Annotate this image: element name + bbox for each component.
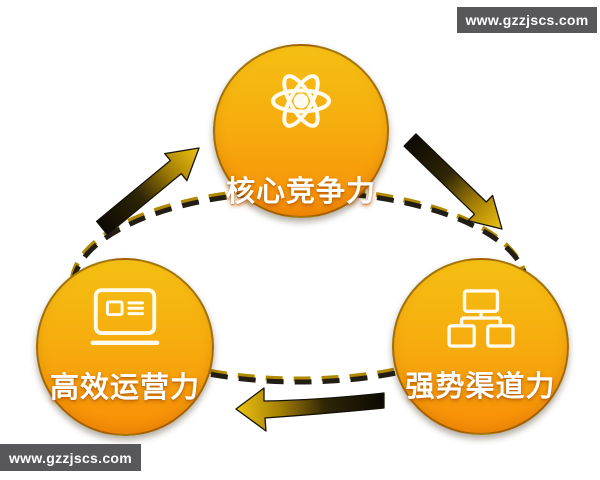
node-label-strong-channel: 强势渠道力 bbox=[405, 371, 556, 403]
node-efficient-operations: 高效运营力 bbox=[36, 258, 214, 436]
watermark-top-right: www.gzzjscs.com bbox=[457, 7, 597, 33]
watermark-top-right-text: www.gzzjscs.com bbox=[465, 12, 589, 28]
org-chart-icon bbox=[446, 289, 515, 348]
node-label-efficient-operations: 高效运营力 bbox=[49, 372, 200, 404]
node-core-competitiveness: 核心竞争力 bbox=[213, 44, 389, 218]
arrow-bottomright-to-bottomleft-icon bbox=[235, 387, 385, 432]
arrow-bottomleft-to-top-icon bbox=[95, 147, 200, 236]
watermark-bottom-left-text: www.gzzjscs.com bbox=[8, 449, 132, 466]
watermark-bottom-left: www.gzzjscs.com bbox=[0, 444, 141, 471]
node-label-core-competitiveness: 核心竞争力 bbox=[225, 176, 376, 208]
node-strong-channel: 强势渠道力 bbox=[392, 258, 569, 435]
laptop-icon bbox=[90, 288, 160, 346]
atom-icon bbox=[271, 74, 331, 128]
arrow-top-to-bottomright-icon bbox=[403, 133, 503, 230]
